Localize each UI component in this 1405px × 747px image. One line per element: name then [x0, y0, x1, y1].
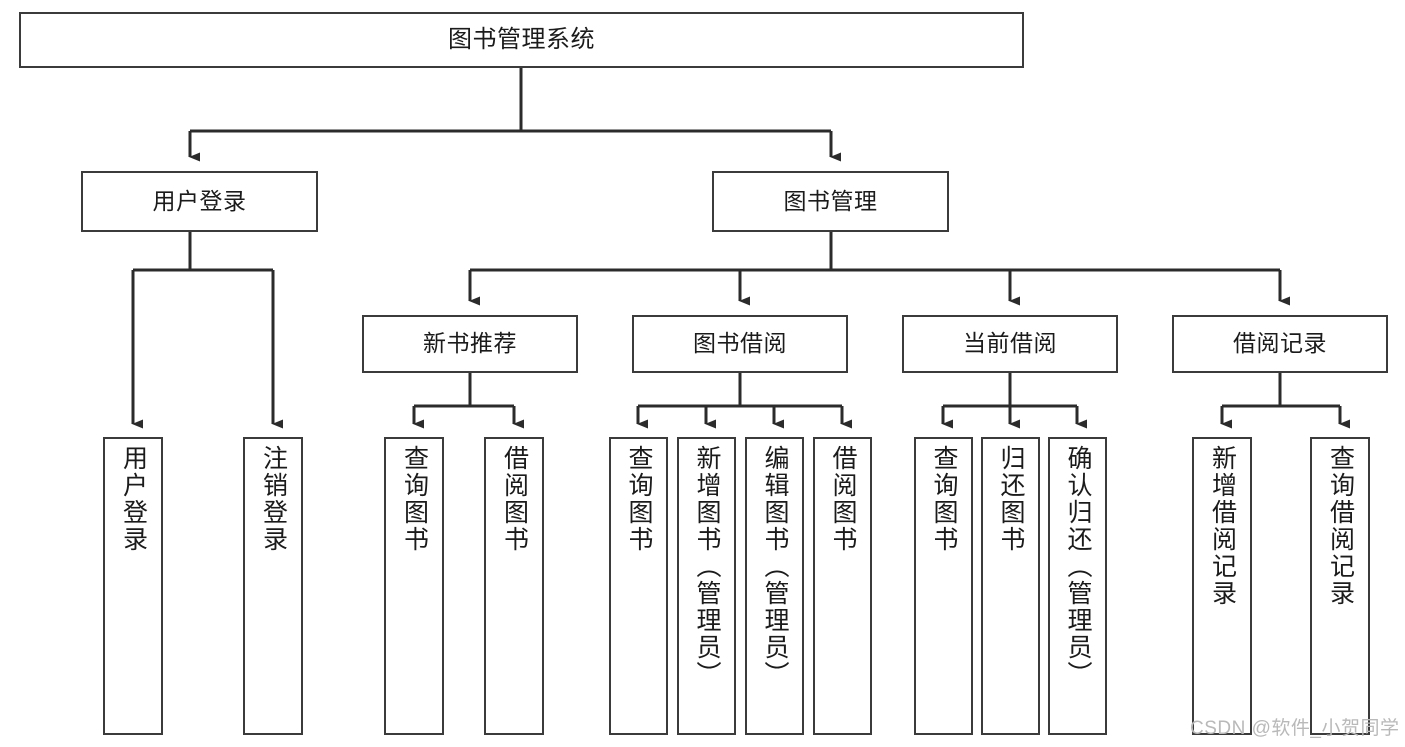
node-leaf-query-book-1[interactable]: 查询图书: [384, 437, 444, 735]
node-leaf-borrow-book-1[interactable]: 借阅图书: [484, 437, 544, 735]
node-leaf-query-book-3[interactable]: 查询图书: [914, 437, 973, 735]
node-leaf-confirm-return[interactable]: 确认归还（管理员）: [1048, 437, 1107, 735]
node-book-manage[interactable]: 图书管理: [712, 171, 949, 232]
node-leaf-borrow-book-2[interactable]: 借阅图书: [813, 437, 872, 735]
node-borrow-record[interactable]: 借阅记录: [1172, 315, 1388, 373]
csdn-watermark: CSDN @软件_小贺同学: [1190, 718, 1400, 739]
node-leaf-logout-login-label: 注销登录: [259, 445, 288, 553]
node-leaf-user-login-label: 用户登录: [119, 445, 148, 553]
node-leaf-query-book-2[interactable]: 查询图书: [609, 437, 668, 735]
node-leaf-add-borrow-record[interactable]: 新增借阅记录: [1192, 437, 1252, 735]
node-new-book-recommend-label: 新书推荐: [423, 330, 517, 357]
node-root-label: 图书管理系统: [448, 25, 595, 53]
node-leaf-query-book-1-label: 查询图书: [400, 445, 429, 553]
node-leaf-borrow-book-1-label: 借阅图书: [500, 445, 529, 553]
node-leaf-edit-book-label: 编辑图书（管理员）: [761, 445, 789, 688]
node-user-login-label: 用户登录: [152, 187, 247, 214]
node-current-borrow-label: 当前借阅: [963, 330, 1057, 357]
node-leaf-add-book-label: 新增图书（管理员）: [693, 445, 721, 688]
node-leaf-query-borrow-record-label: 查询借阅记录: [1326, 445, 1355, 607]
node-root-book-management-system[interactable]: 图书管理系统: [19, 12, 1024, 68]
node-leaf-add-borrow-record-label: 新增借阅记录: [1208, 445, 1237, 607]
node-leaf-edit-book[interactable]: 编辑图书（管理员）: [745, 437, 804, 735]
node-leaf-logout-login[interactable]: 注销登录: [243, 437, 303, 735]
node-leaf-borrow-book-2-label: 借阅图书: [829, 445, 857, 553]
node-book-borrow[interactable]: 图书借阅: [632, 315, 848, 373]
node-current-borrow[interactable]: 当前借阅: [902, 315, 1118, 373]
node-leaf-add-book[interactable]: 新增图书（管理员）: [677, 437, 736, 735]
node-leaf-query-book-2-label: 查询图书: [625, 445, 653, 553]
node-leaf-return-book-label: 归还图书: [997, 445, 1025, 553]
node-leaf-confirm-return-label: 确认归还（管理员）: [1064, 445, 1092, 688]
node-leaf-return-book[interactable]: 归还图书: [981, 437, 1040, 735]
node-user-login[interactable]: 用户登录: [81, 171, 318, 232]
node-book-manage-label: 图书管理: [783, 187, 878, 214]
node-leaf-user-login[interactable]: 用户登录: [103, 437, 163, 735]
node-leaf-query-borrow-record[interactable]: 查询借阅记录: [1310, 437, 1370, 735]
node-leaf-query-book-3-label: 查询图书: [930, 445, 958, 553]
node-book-borrow-label: 图书借阅: [693, 330, 787, 357]
node-new-book-recommend[interactable]: 新书推荐: [362, 315, 578, 373]
node-borrow-record-label: 借阅记录: [1233, 330, 1327, 357]
